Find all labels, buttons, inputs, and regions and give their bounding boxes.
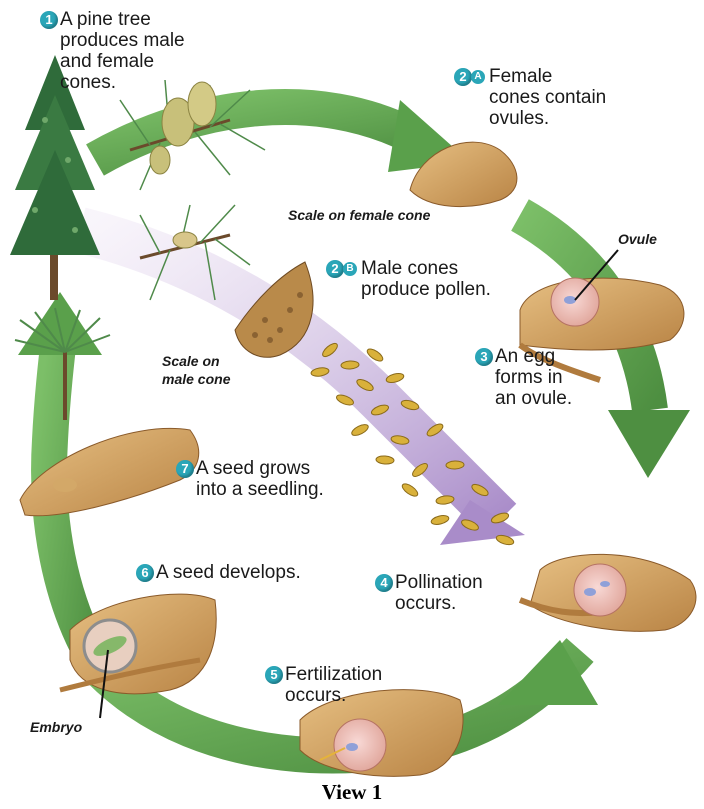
pollen-grain xyxy=(400,482,419,499)
step-2a-badge: 2 xyxy=(454,68,472,86)
step-7-text: A seed grows into a seedling. xyxy=(196,458,324,500)
step-2b-badge: 2 xyxy=(326,260,344,278)
pollen-grain xyxy=(385,372,404,384)
pollen-grain xyxy=(376,455,395,464)
embryo-label: Embryo xyxy=(30,718,82,736)
step-3-text: An egg forms in an ovule. xyxy=(495,346,572,409)
step-5-text: Fertilization occurs. xyxy=(285,664,382,706)
ovule-label: Ovule xyxy=(618,230,657,248)
step-3-badge: 3 xyxy=(475,348,493,366)
step-1-text: A pine tree produces male and female con… xyxy=(60,9,185,93)
pollen-grain xyxy=(446,461,464,470)
cycle-arrowhead-right xyxy=(608,410,690,478)
step-6-badge: 6 xyxy=(136,564,154,582)
step-2b-sub-badge: B xyxy=(343,262,357,276)
step-2a-sub-badge: A xyxy=(471,70,485,84)
ovule-scale-step4 xyxy=(520,554,696,631)
scale-female-label: Scale on female cone xyxy=(288,206,430,224)
step-7-badge: 7 xyxy=(176,460,194,478)
step-2a-text: Female cones contain ovules. xyxy=(489,66,606,129)
pollen-grain xyxy=(350,422,370,437)
step-1-badge: 1 xyxy=(40,11,58,29)
step-6-text: A seed develops. xyxy=(156,562,301,583)
step-5-badge: 5 xyxy=(265,666,283,684)
figure-caption: View 1 xyxy=(0,780,704,805)
step-2b-text: Male cones produce pollen. xyxy=(361,258,491,300)
step-4-text: Pollination occurs. xyxy=(395,572,483,614)
pollen-grain xyxy=(430,514,449,526)
scale-male-label: Scale on male cone xyxy=(162,352,230,388)
step-4-badge: 4 xyxy=(375,574,393,592)
